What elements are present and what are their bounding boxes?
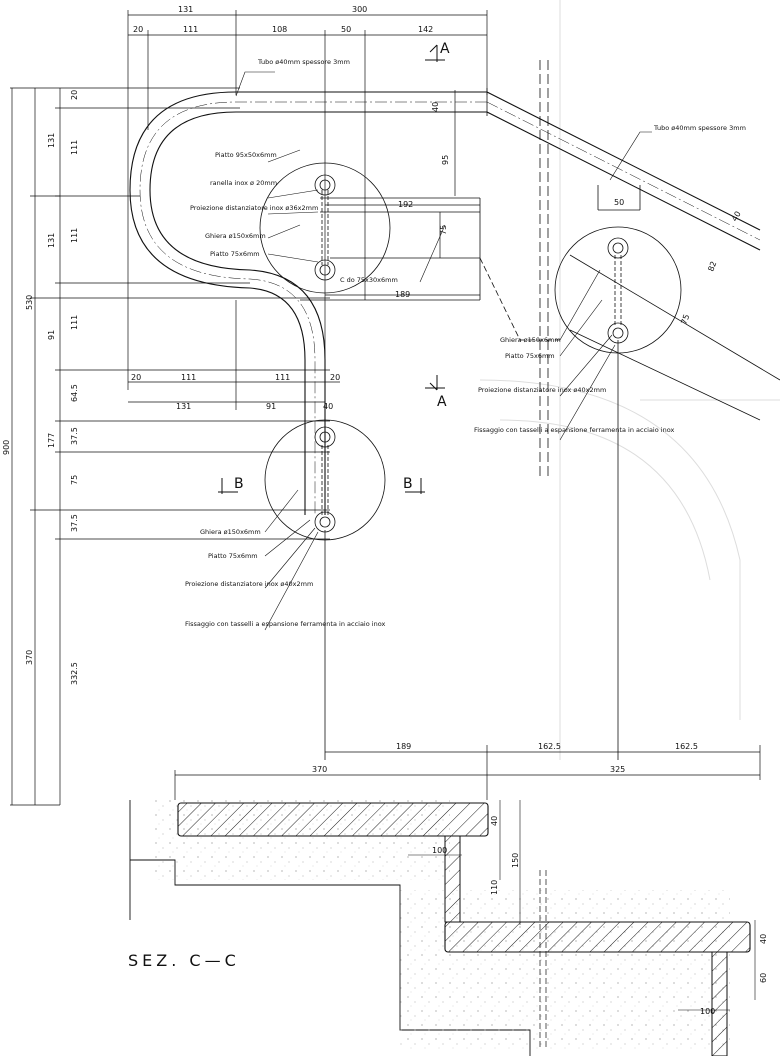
label-ghiera-2: Ghiera ø150x6mm [500,336,561,344]
ghiera-lower [264,419,386,760]
dim-bottom-325: 325 [610,765,625,774]
dim-mid-40a: 40 [431,102,440,112]
ghiera-right [554,185,780,760]
label-ranella: ranella inox ø 20mm [210,179,277,187]
dim-mid-82: 82 [706,260,718,273]
section-b-left: B [234,476,244,492]
dim-mid-189: 189 [395,290,410,299]
label-fissaggio-3: Fissaggio con tasselli a espansione ferr… [185,620,385,628]
dim-sec-110: 110 [490,880,499,895]
dim-left-370: 370 [25,650,34,665]
dim-bottom-370: 370 [312,765,327,774]
section-title: SEZ. C—C [128,951,240,970]
top-dimensions [127,10,488,390]
ghiera-upper [259,162,391,294]
dim-top-50: 50 [341,25,351,34]
label-piatto-95: Piatto 95x50x6mm [215,151,277,159]
label-piatto-75-3: Piatto 75x6mm [208,552,258,560]
dim-bottom-189: 189 [396,742,411,751]
dim-mid-111r: 111 [275,373,290,382]
dim-bottom-162-5a: 162.5 [538,742,561,751]
callout-labels: Tubo ø40mm spessore 3mm Piatto 95x50x6mm… [185,58,746,628]
dim-left-131b: 131 [47,233,56,248]
dim-left-111a: 111 [70,140,79,155]
dim-top-20: 20 [133,25,143,34]
dim-mid-50r: 50 [614,198,624,207]
dim-top-108: 108 [272,25,287,34]
mid-dimension-lines [128,90,480,410]
label-c-do: C do 75x30x6mm [340,276,398,284]
dim-left-131a: 131 [47,133,56,148]
dim-left-332-5: 332.5 [70,662,79,685]
dim-sec-60: 60 [759,973,768,983]
dim-left-91: 91 [47,330,56,340]
section-a-bottom: A [437,394,447,410]
section-markers [218,44,445,494]
dim-mid-131b: 131 [176,402,191,411]
dim-mid-20r: 20 [330,373,340,382]
dim-mid-75r: 75 [679,313,691,326]
section-b-right: B [403,476,413,492]
section-a-top: A [440,41,450,57]
dim-mid-40b: 40 [323,402,333,411]
label-tubo-right: Tubo ø40mm spessore 3mm [653,124,746,132]
dim-left-111b: 111 [70,228,79,243]
dim-mid-40r: 40 [730,210,743,223]
dim-left-530: 530 [25,295,34,310]
dim-left-37-5b: 37.5 [70,514,79,532]
dim-top-131: 131 [178,5,193,14]
dim-left-900: 900 [2,440,11,455]
label-proiez-40-2: Proiezione distanziatore inox ø40x2mm [478,386,606,394]
dim-top-111: 111 [183,25,198,34]
label-ghiera-3: Ghiera ø150x6mm [200,528,261,536]
bottom-dimension-lines [174,745,761,800]
label-fissaggio-2: Fissaggio con tasselli a espansione ferr… [474,426,674,434]
dim-sec-40a: 40 [490,816,499,826]
dim-sec-150: 150 [511,853,520,868]
dim-left-177: 177 [47,433,56,448]
dim-mid-75: 75 [439,225,448,235]
dim-mid-111l: 111 [181,373,196,382]
dim-left-111c: 111 [70,315,79,330]
dim-left-75: 75 [70,475,79,485]
dim-left-64-5: 64.5 [70,384,79,402]
dim-mid-20l: 20 [131,373,141,382]
dim-sec-100a: 100 [432,846,447,855]
dim-left-20: 20 [70,90,79,100]
c-bracket [300,60,560,480]
label-tubo-left: Tubo ø40mm spessore 3mm [257,58,350,66]
label-proiez-40-3: Proiezione distanziatore inox ø40x2mm [185,580,313,588]
left-dimensions [10,87,330,806]
label-piatto-75-2: Piatto 75x6mm [505,352,555,360]
section-cc [129,800,756,1057]
label-piatto-75-1: Piatto 75x6mm [210,250,260,258]
dim-mid-95: 95 [441,155,450,165]
leader-lines [235,71,652,631]
label-ghiera-1: Ghiera ø150x6mm [205,232,266,240]
dim-top-142: 142 [418,25,433,34]
dim-left-37-5a: 37.5 [70,427,79,445]
dim-bottom-162-5b: 162.5 [675,742,698,751]
dim-sec-40b: 40 [759,934,768,944]
dim-sec-100b: 100 [700,1007,715,1016]
background-ghost-lines [479,0,780,760]
dim-mid-91b: 91 [266,402,276,411]
label-proiez-36: Proiezione distanziatore inox ø36x2mm [190,204,318,212]
dim-top-300: 300 [352,5,367,14]
dim-mid-192: 192 [398,200,413,209]
